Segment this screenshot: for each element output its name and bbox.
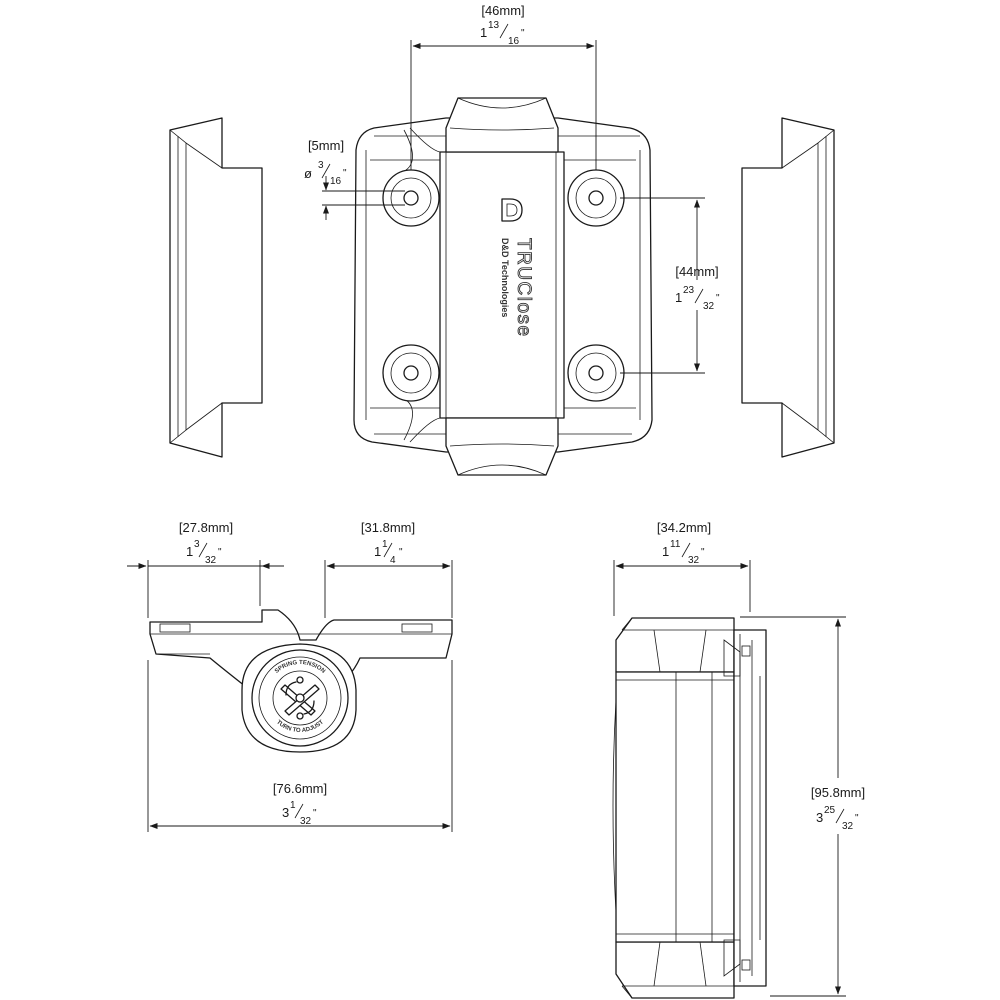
dim-width-num: 1 <box>290 800 296 811</box>
dim-height-den: 32 <box>842 821 854 832</box>
dim-top-width-mark: " <box>521 28 525 39</box>
top-view: TRUClose D&D Technologies [46mm] 1 13 16… <box>169 3 835 476</box>
dim-right-leaf: [31.8mm] 1 1 4 " <box>324 520 453 618</box>
dim-vertical-num: 23 <box>683 285 695 296</box>
dim-right-metric: [31.8mm] <box>361 520 415 535</box>
tension-adjust-icon <box>280 676 320 720</box>
dim-height-num: 25 <box>824 805 836 816</box>
left-end-cap <box>169 117 263 458</box>
dim-top-width-whole: 1 <box>480 25 487 40</box>
side-mount-plate <box>733 629 767 987</box>
dim-width-den: 32 <box>300 816 312 827</box>
side-bottom-knob <box>615 941 735 999</box>
dim-hole-vertical: [44mm] 1 23 32 " <box>620 197 726 374</box>
dim-top-width-num: 13 <box>488 20 500 31</box>
dim-left-num: 3 <box>194 539 200 550</box>
dim-overall-width: [76.6mm] 3 1 32 " <box>147 660 453 832</box>
side-view: [34.2mm] 1 11 32 " [95.8mm] 3 25 32 " <box>612 520 874 999</box>
brand-name: TRUClose <box>513 238 534 338</box>
dim-width-whole: 3 <box>282 805 289 820</box>
dim-hole-den: 16 <box>330 176 342 187</box>
dim-hole-num: 3 <box>318 160 324 171</box>
dim-width-metric: [76.6mm] <box>273 781 327 796</box>
brand-company: D&D Technologies <box>500 238 510 317</box>
dim-left-leaf: [27.8mm] 1 3 32 " <box>127 520 284 618</box>
bottom-knob <box>445 417 559 476</box>
dim-depth-mark: " <box>701 547 705 558</box>
dim-top-width-den: 16 <box>508 36 520 47</box>
dim-left-whole: 1 <box>186 544 193 559</box>
top-knob <box>445 97 559 153</box>
dim-height-whole: 3 <box>816 810 823 825</box>
dim-right-mark: " <box>399 547 403 558</box>
dim-right-den: 4 <box>390 555 396 566</box>
brand-logo: TRUClose D&D Technologies <box>500 198 534 338</box>
dim-depth-den: 32 <box>688 555 700 566</box>
dim-hole-metric: [5mm] <box>308 138 344 153</box>
d-logo-icon <box>501 198 523 222</box>
dim-right-num: 1 <box>382 539 388 550</box>
dim-top-width-metric: [46mm] <box>481 3 524 18</box>
dim-width-mark: " <box>313 808 317 819</box>
dim-left-mark: " <box>218 547 222 558</box>
dim-depth-num: 11 <box>670 539 681 550</box>
dim-hole-mark: " <box>343 168 347 179</box>
side-body <box>615 671 735 943</box>
dim-hole-diameter: [5mm] ø 3 16 " <box>304 138 405 220</box>
dim-vertical-metric: [44mm] <box>675 264 718 279</box>
front-view: SPRING TENSION TURN TO ADJUST [27.8mm] 1… <box>127 520 453 832</box>
dim-vertical-den: 32 <box>703 301 715 312</box>
right-end-cap <box>741 117 835 458</box>
dim-height-metric: [95.8mm] <box>811 785 865 800</box>
dim-overall-height: [95.8mm] 3 25 32 " <box>740 616 874 997</box>
dim-right-whole: 1 <box>374 544 381 559</box>
dim-left-den: 32 <box>205 555 217 566</box>
dim-side-depth: [34.2mm] 1 11 32 " <box>613 520 751 616</box>
dim-hole-prefix: ø <box>304 166 312 181</box>
dim-vertical-whole: 1 <box>675 290 682 305</box>
dim-left-metric: [27.8mm] <box>179 520 233 535</box>
dim-vertical-mark: " <box>716 293 720 304</box>
dim-depth-metric: [34.2mm] <box>657 520 711 535</box>
dim-depth-whole: 1 <box>662 544 669 559</box>
side-top-knob <box>615 617 735 673</box>
dim-height-mark: " <box>855 813 859 824</box>
dim-top-width: [46mm] 1 13 16 " <box>410 3 597 170</box>
